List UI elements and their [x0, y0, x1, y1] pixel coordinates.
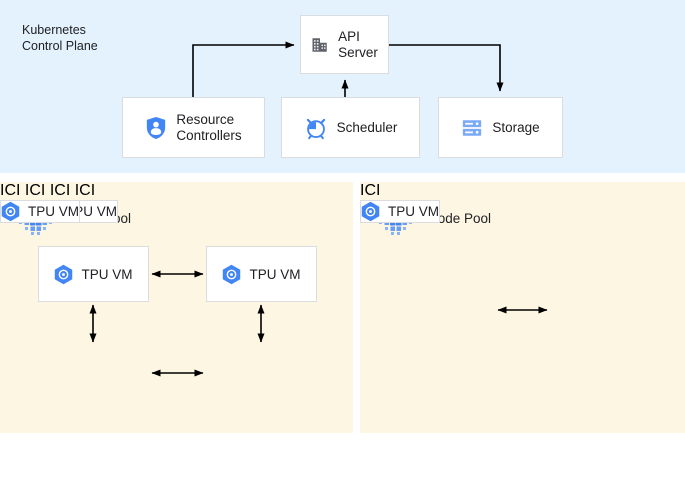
ici-label-bottom: ICI	[74, 182, 96, 199]
tpu-vm-label: TPU VM	[81, 266, 133, 282]
alarm-clock-icon	[304, 116, 328, 140]
tpu-vm-box[interactable]: TPU VM	[206, 246, 317, 302]
ici-label-left: ICI	[24, 182, 46, 199]
tpu-vm-label: TPU VM	[388, 204, 440, 219]
ici-label-top: ICI	[0, 182, 21, 199]
node-pool-title-right: Node Pool	[428, 210, 492, 226]
ici-label-right: ICI	[49, 182, 71, 199]
server-storage-icon	[461, 117, 483, 139]
tpu-vm-box[interactable]: TPU VM	[0, 200, 81, 223]
scheduler-label: Scheduler	[336, 119, 398, 135]
arrow-resource-controllers-to-api-server	[192, 41, 295, 97]
scheduler-box[interactable]: Scheduler	[281, 97, 420, 158]
shield-person-icon	[145, 116, 167, 140]
storage-label: Storage	[492, 119, 540, 135]
tpu-hexagon-icon	[222, 264, 241, 285]
tpu-hexagon-icon	[1, 201, 20, 222]
resource-controllers-box[interactable]: Resource Controllers	[122, 97, 265, 158]
arrow-api-server-to-storage	[389, 44, 504, 92]
tpu-vm-box[interactable]: TPU VM	[360, 200, 441, 223]
api-server-box[interactable]: API Server	[300, 15, 389, 74]
tpu-hexagon-icon	[54, 264, 73, 285]
ici-label-right-pool: ICI	[360, 182, 381, 199]
tpu-vm-label: TPU VM	[28, 204, 80, 219]
control-plane-title: Kubernetes Control Plane	[22, 23, 98, 53]
node-pool-panel-right: Node Pool ICI TPU VM	[360, 182, 685, 433]
node-pool-panel-left: Node Pool ICI ICI ICI ICI	[0, 182, 353, 433]
tpu-vm-label: TPU VM	[249, 266, 301, 282]
resource-controllers-label: Resource Controllers	[176, 111, 242, 143]
api-server-label: API Server	[338, 28, 378, 60]
storage-box[interactable]: Storage	[438, 97, 563, 158]
tpu-vm-box[interactable]: TPU VM	[38, 246, 149, 302]
tpu-hexagon-icon	[361, 201, 380, 222]
building-icon	[311, 36, 329, 54]
control-plane-panel: Kubernetes Control Plane	[0, 0, 685, 173]
